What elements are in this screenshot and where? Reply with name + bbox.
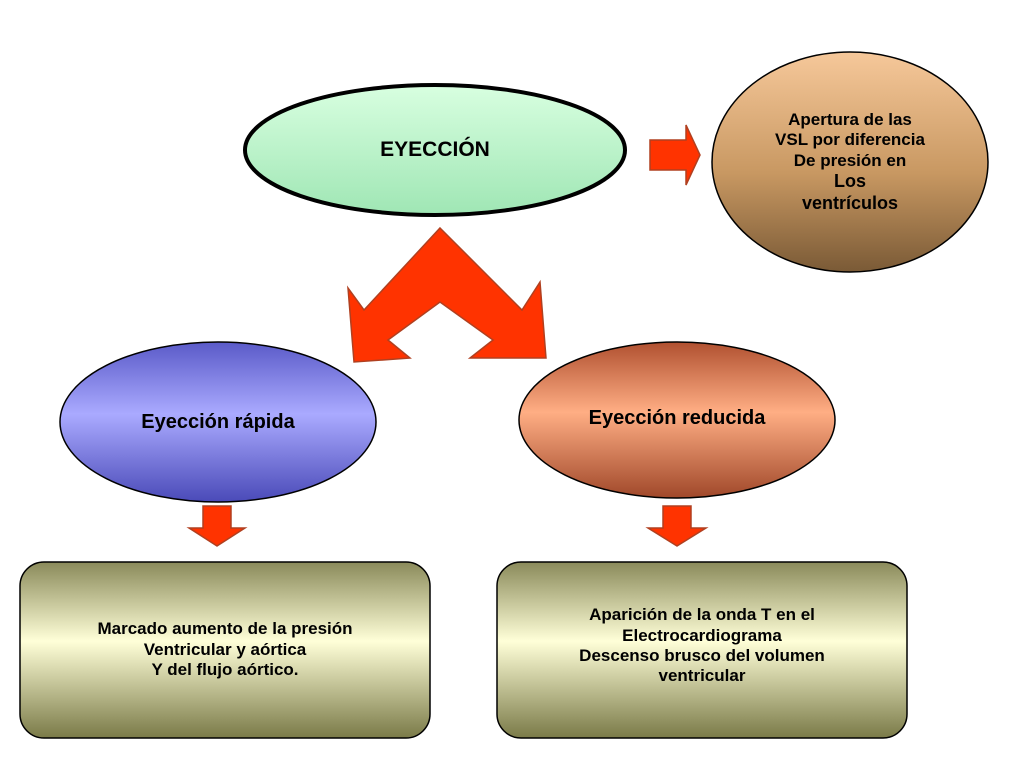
rapida-box-line-3: Y del flujo aórtico. (151, 660, 299, 680)
rapida-box (19, 561, 431, 739)
reducida-box-line-1: Aparición de la onda T en el (589, 605, 815, 625)
rapida-label-wrap: Eyección rápida (60, 342, 376, 502)
arrow-right (649, 124, 701, 186)
rapida-box-line-1: Marcado aumento de la presión (97, 619, 353, 639)
rapida-label: Eyección rápida (141, 411, 295, 433)
apertura-line-1: Apertura de las (788, 109, 912, 129)
rapida-ellipse (59, 341, 377, 503)
eyeccion-ellipse (243, 83, 627, 217)
reducida-box-line-2: Electrocardiograma (622, 625, 782, 645)
arrow-down-left (186, 505, 248, 547)
reducida-box-text-wrap: Aparición de la onda T en el Electrocard… (497, 562, 907, 738)
apertura-line-2: VSL por diferencia (775, 130, 925, 150)
reducida-box (496, 561, 908, 739)
reducida-ellipse (518, 341, 836, 499)
arrow-down-right (645, 505, 709, 547)
split-arrow (347, 226, 547, 363)
eyeccion-label-wrap: EYECCIÓN (245, 85, 625, 215)
eyeccion-label: EYECCIÓN (380, 138, 490, 162)
reducida-box-line-4: ventricular (658, 666, 746, 686)
reducida-label: Eyección reducida (588, 407, 766, 429)
apertura-label-wrap: Apertura de las VSL por diferencia De pr… (712, 52, 988, 272)
apertura-ellipse (711, 51, 989, 273)
reducida-label-wrap: Eyección reducida (519, 342, 835, 498)
reducida-box-line-3: Descenso brusco del volumen (579, 646, 825, 665)
rapida-box-line-2: Ventricular y aórtica (143, 639, 307, 659)
apertura-line-3: De presión en (793, 150, 907, 170)
apertura-line-4: Los (833, 170, 866, 191)
apertura-line-5: ventrículos (801, 192, 899, 213)
rapida-box-text-wrap: Marcado aumento de la presión Ventricula… (20, 562, 430, 738)
